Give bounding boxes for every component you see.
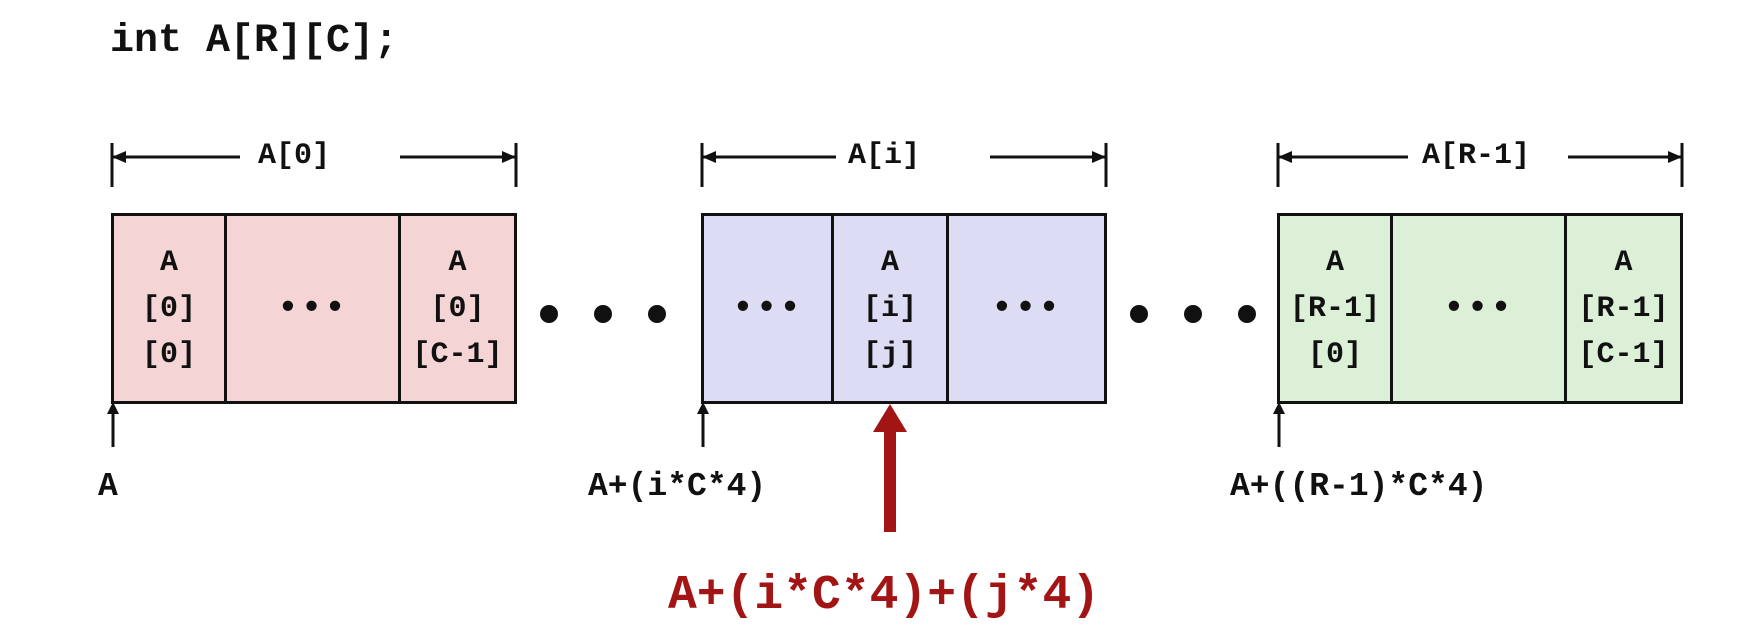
cell-ellipsis: ••• [227, 216, 401, 401]
row-label-ai: A[i] [842, 141, 927, 171]
cell-ellipsis-left: ••• [704, 216, 834, 401]
cell-text: A [1614, 245, 1633, 280]
cell-text: [R-1] [1289, 291, 1380, 326]
cell-text: [j] [862, 337, 917, 372]
row-block-ai [701, 213, 1107, 404]
up-arrow-icon [697, 402, 709, 447]
cell-text: [0] [1307, 337, 1362, 372]
big-dot-separator [1184, 305, 1202, 323]
address-row-r1: A+((R-1)*C*4) [1230, 468, 1488, 505]
row-label-a0: A[0] [252, 141, 337, 171]
cell-text: [i] [862, 291, 917, 326]
double-arrow-icon [1276, 143, 1684, 187]
big-dot-separator [540, 305, 558, 323]
cell-text: [0] [141, 337, 196, 372]
cell-text: A [1325, 245, 1344, 280]
cell-ellipsis-right: ••• [949, 216, 1104, 401]
up-arrow-icon [107, 402, 119, 447]
red-up-arrow-icon [873, 404, 907, 532]
declaration-title: int A[R][C]; [110, 19, 399, 64]
cell-text: A [159, 245, 178, 280]
cell-text: [0] [141, 291, 196, 326]
up-arrow-icon [1273, 402, 1285, 447]
cell-a-0-0: A [0] [0] [114, 216, 227, 401]
cell-a-0-c1: A [0] [C-1] [401, 216, 514, 401]
ellipsis-text: ••• [277, 287, 348, 329]
cell-text: A [880, 245, 899, 280]
ellipsis-text: ••• [991, 287, 1062, 329]
address-row-0: A [98, 468, 118, 505]
address-row-i: A+(i*C*4) [588, 468, 767, 505]
big-dot-separator [648, 305, 666, 323]
cell-text: [R-1] [1578, 291, 1669, 326]
cell-text: A [448, 245, 467, 280]
cell-text: [0] [430, 291, 485, 326]
row-block-a0 [111, 213, 517, 404]
cell-a-r1-c1: A [R-1] [C-1] [1567, 216, 1680, 401]
ellipsis-text: ••• [732, 287, 803, 329]
row-block-ar1 [1277, 213, 1683, 404]
cell-text: [C-1] [1578, 337, 1669, 372]
double-arrow-icon [700, 143, 1108, 187]
cell-text: [C-1] [412, 337, 503, 372]
big-dot-separator [594, 305, 612, 323]
cell-a-r1-0: A [R-1] [0] [1280, 216, 1393, 401]
row-label-ar1: A[R-1] [1416, 141, 1537, 171]
big-dot-separator [1238, 305, 1256, 323]
cell-a-i-j: A [i] [j] [834, 216, 949, 401]
element-address-formula: A+(i*C*4)+(j*4) [668, 569, 1101, 623]
cell-ellipsis: ••• [1393, 216, 1567, 401]
ellipsis-text: ••• [1443, 287, 1514, 329]
big-dot-separator [1130, 305, 1148, 323]
double-arrow-icon [110, 143, 518, 187]
